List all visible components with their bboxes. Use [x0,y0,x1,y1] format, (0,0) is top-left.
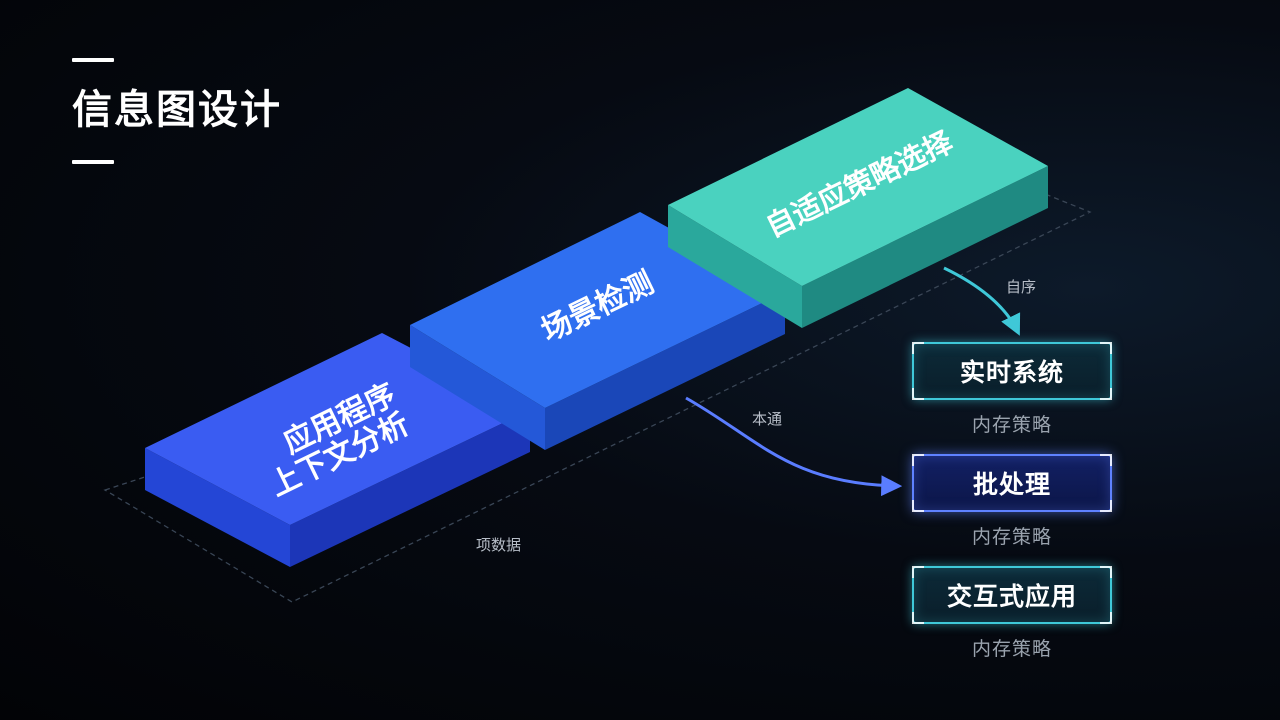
outcome-box-batch[interactable]: 批处理 [912,454,1112,512]
outcome-realtime: 实时系统 内存策略 [912,342,1112,437]
corner-decoration [1100,342,1112,354]
corner-decoration [1100,388,1112,400]
step-front-face [145,448,290,567]
corner-decoration [1100,566,1112,578]
connector-arrow-teal [943,266,1021,336]
connector-label-top: 自序 [1006,278,1036,296]
outcome-caption: 内存策略 [971,526,1052,548]
outcome-box-realtime[interactable]: 实时系统 [912,342,1112,400]
step-slab-3[interactable]: 自适应策略选择 [668,88,1048,328]
corner-decoration [912,388,924,400]
page-title: 信息图设计 [72,87,282,133]
step-top-face [668,88,1048,286]
title-bottom-bar [72,160,114,164]
corner-decoration [1100,500,1112,512]
outcome-caption: 内存策略 [971,638,1052,660]
outcome-interactive: 交互式应用 内存策略 [912,566,1112,661]
corner-decoration [1100,612,1112,624]
step-side-face [545,292,785,450]
corner-decoration [1100,454,1112,466]
step-front-face [668,205,802,328]
outcome-label: 实时系统 [959,358,1064,387]
step-side-face [802,166,1048,328]
connector-label-mid: 本通 [752,410,782,428]
corner-decoration [912,500,924,512]
corner-decoration [912,342,924,354]
title-top-bar [72,58,114,62]
step-side-face [290,410,530,567]
corner-decoration [912,612,924,624]
connector-arrow-blue [685,396,903,497]
corner-decoration [912,454,924,466]
corner-decoration [912,566,924,578]
outcome-label: 交互式应用 [946,582,1077,611]
outcome-label: 批处理 [972,470,1051,499]
outcome-batch: 批处理 内存策略 [912,454,1112,549]
outcome-box-interactive[interactable]: 交互式应用 [912,566,1112,624]
step-front-face [410,325,545,450]
base-label: 项数据 [476,536,521,554]
title-block: 信息图设计 [72,58,282,164]
outcome-caption: 内存策略 [971,414,1052,436]
